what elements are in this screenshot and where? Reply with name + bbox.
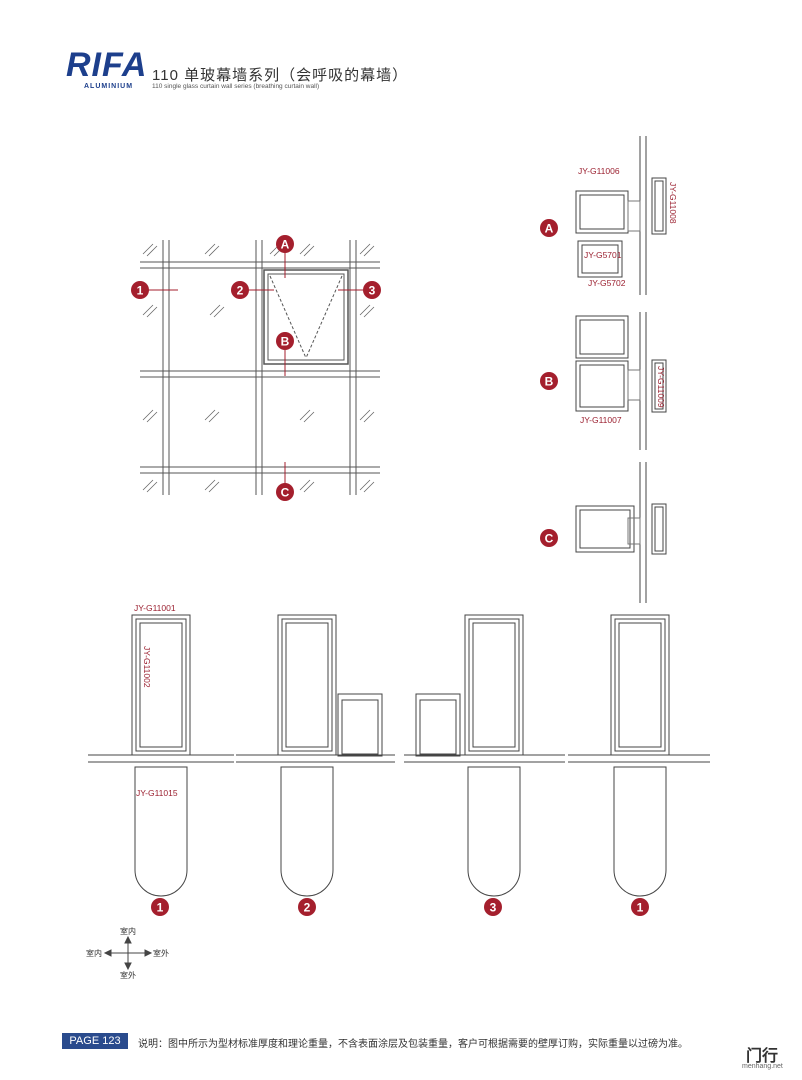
- footer-note: 说明：图中所示为型材标准厚度和理论重量，不含表面涂层及包装重量，客户可根据需要的…: [138, 1039, 688, 1050]
- page-subtitle: 110 single glass curtain wall series (br…: [152, 83, 320, 90]
- plan-sections: [88, 614, 710, 897]
- svg-text:C: C: [281, 486, 290, 500]
- elevation-marker-1: 1: [131, 281, 149, 299]
- svg-text:C: C: [545, 532, 554, 546]
- section-marker-b: B: [540, 372, 558, 390]
- elevation-marker-a: A: [276, 235, 294, 253]
- svg-text:A: A: [281, 238, 290, 252]
- orientation-down-label: 室外: [120, 970, 136, 980]
- page-number: PAGE 123: [62, 1033, 128, 1049]
- svg-text:A: A: [545, 222, 554, 236]
- section-marker-a: A: [540, 219, 558, 237]
- part-label-g5702: JY-G5702: [588, 278, 626, 288]
- part-label-g11015: JY-G11015: [136, 788, 178, 798]
- svg-text:3: 3: [490, 901, 497, 915]
- brand-logo-subtitle: ALUMINIUM: [84, 83, 134, 90]
- plan-marker-1: 1: [151, 898, 169, 916]
- svg-text:1: 1: [637, 901, 644, 915]
- watermark: 门行: [746, 1048, 779, 1065]
- plan-marker-3: 3: [484, 898, 502, 916]
- section-marker-c: C: [540, 529, 558, 547]
- orientation-up-label: 室内: [120, 926, 136, 936]
- part-label-g11007: JY-G11007: [580, 415, 622, 425]
- page-title: 110 单玻幕墙系列（会呼吸的幕墙）: [152, 67, 409, 84]
- elevation-grid: [140, 240, 380, 495]
- orientation-left-label: 室内: [86, 948, 102, 958]
- elevation-marker-2: 2: [231, 281, 249, 299]
- svg-text:1: 1: [137, 284, 144, 298]
- part-label-g11002: JY-G11002: [142, 646, 152, 688]
- part-label-g11006: JY-G11006: [578, 166, 620, 176]
- svg-text:1: 1: [157, 901, 164, 915]
- part-label-g11008: JY-G11008: [668, 182, 678, 224]
- part-label-g5701: JY-G5701: [584, 250, 622, 260]
- svg-text:B: B: [545, 375, 554, 389]
- svg-text:3: 3: [369, 284, 376, 298]
- elevation-marker-b: B: [276, 332, 294, 350]
- plan-marker-1-repeat: 1: [631, 898, 649, 916]
- svg-text:2: 2: [237, 284, 244, 298]
- plan-marker-2: 2: [298, 898, 316, 916]
- svg-text:2: 2: [304, 901, 311, 915]
- brand-logo: RIFA: [66, 46, 148, 84]
- orientation-diagram: [103, 935, 153, 971]
- part-label-g11001: JY-G11001: [134, 603, 176, 613]
- svg-text:B: B: [281, 335, 290, 349]
- section-details: [575, 136, 667, 603]
- watermark-url: menhang.net: [742, 1063, 783, 1070]
- elevation-marker-c: C: [276, 483, 294, 501]
- elevation-marker-3: 3: [363, 281, 381, 299]
- orientation-right-label: 室外: [153, 948, 169, 958]
- part-label-g11009: JY-G11009: [656, 366, 666, 408]
